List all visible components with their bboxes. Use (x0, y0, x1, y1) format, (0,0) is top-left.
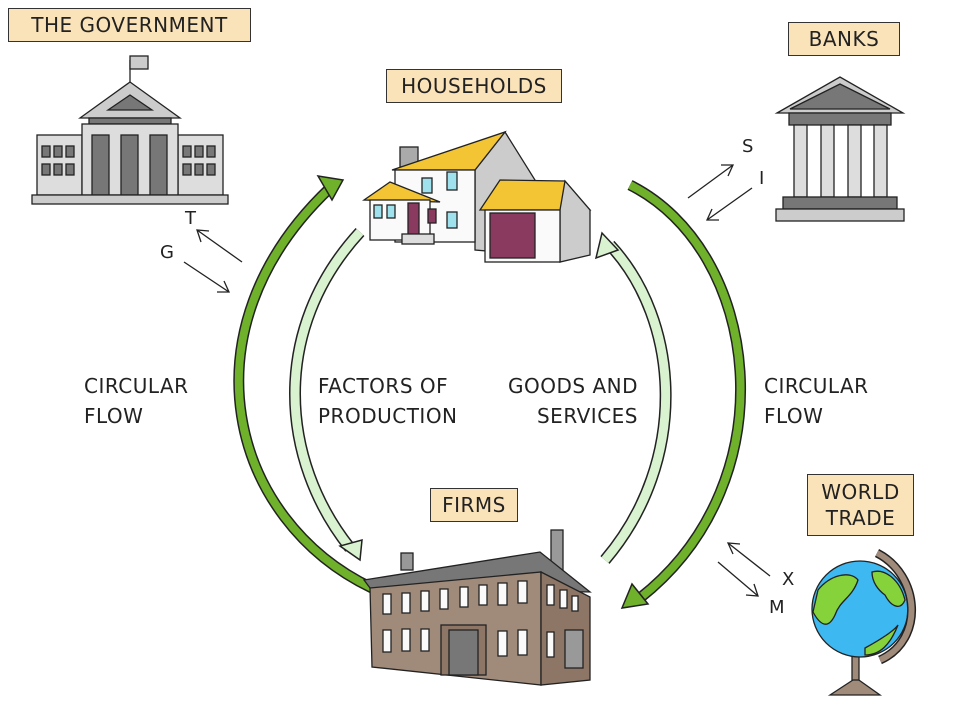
outer-arrow-left (233, 175, 375, 593)
firms-label: FIRMS (430, 488, 518, 522)
outer-arrow-right (620, 180, 747, 609)
tax-spend-arrows (183, 164, 771, 597)
left-circular-flow-text: CIRCULAR FLOW (84, 371, 189, 431)
house-icon (361, 130, 592, 263)
left-circular-line2: FLOW (84, 404, 144, 428)
world-trade-line1: WORLD (821, 480, 900, 504)
imports-label: M (769, 597, 785, 618)
inner-arrow-left (289, 227, 365, 562)
factors-line1: FACTORS OF (318, 374, 449, 398)
banks-label: BANKS (788, 22, 900, 56)
right-circular-flow-text: CIRCULAR FLOW (764, 371, 869, 431)
left-circular-line1: CIRCULAR (84, 374, 189, 398)
inner-arrow-right (594, 231, 672, 564)
right-circular-line1: CIRCULAR (764, 374, 869, 398)
government-building-icon (31, 55, 229, 205)
government-label: THE GOVERNMENT (8, 8, 251, 42)
government-spending-label: G (160, 242, 174, 263)
savings-label: S (742, 136, 754, 157)
factory-icon (362, 529, 592, 686)
right-circular-line2: FLOW (764, 404, 824, 428)
factors-line2: PRODUCTION (318, 404, 458, 428)
goods-line2: SERVICES (536, 404, 638, 428)
goods-and-services-text: GOODS AND SERVICES (492, 371, 638, 431)
factors-of-production-text: FACTORS OF PRODUCTION (318, 371, 458, 431)
taxes-label: T (185, 208, 196, 229)
goods-line1: GOODS AND (508, 374, 638, 398)
world-trade-line2: TRADE (825, 506, 896, 530)
households-label: HOUSEHOLDS (386, 69, 562, 103)
exports-label: X (782, 569, 795, 590)
world-trade-label: WORLD TRADE (807, 474, 914, 536)
investment-label: I (759, 168, 765, 189)
bank-building-icon (774, 76, 906, 222)
globe-icon (811, 548, 917, 696)
